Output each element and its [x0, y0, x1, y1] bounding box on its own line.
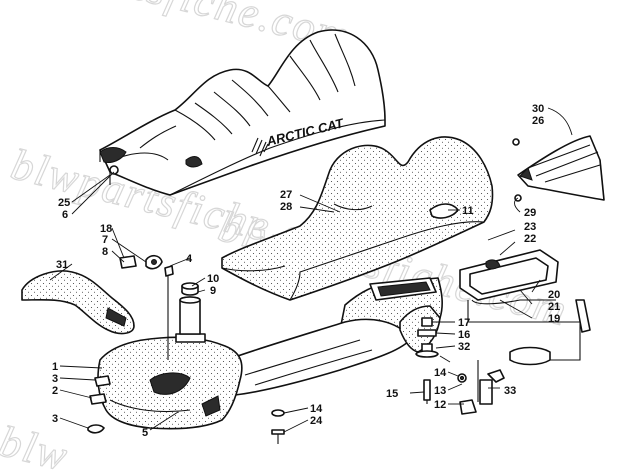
callout-16: 16: [458, 329, 470, 341]
callout-11: 11: [462, 205, 474, 217]
callout-26: 26: [532, 115, 544, 127]
callout-21: 21: [548, 301, 560, 313]
callout-15: 15: [386, 388, 398, 400]
callout-30: 30: [532, 103, 544, 115]
callout-32: 32: [458, 341, 470, 353]
callout-24: 24: [310, 415, 323, 427]
callout-27: 27: [280, 189, 292, 201]
callout-1: 1: [52, 361, 58, 373]
callout-14: 14: [434, 367, 447, 379]
seat-cover: ARCTIC CAT: [99, 29, 386, 196]
callout-33: 33: [504, 385, 516, 397]
callout-25: 25: [58, 197, 70, 209]
callout-13: 13: [434, 385, 446, 397]
rear-strap: [517, 135, 605, 201]
callout-17: 17: [458, 317, 470, 329]
leader-lines: [49, 107, 573, 433]
callout-12: 12: [434, 399, 446, 411]
callout-10: 10: [207, 273, 219, 285]
callout-3: 3: [52, 373, 58, 385]
callout-19: 19: [548, 313, 560, 325]
callout-18: 18: [100, 223, 112, 235]
mounting-hardware: [415, 299, 591, 415]
callout-labels: 1 2 3 3 4 5 6 7 8 9 10 11 12 13 14 14 15…: [52, 103, 560, 439]
grab-handle: [21, 270, 135, 335]
callout-6: 6: [62, 209, 68, 221]
callout-20: 20: [548, 289, 560, 301]
callout-8: 8: [102, 246, 108, 258]
callout-5: 5: [142, 427, 148, 439]
watermark-text-4: blw: [0, 416, 74, 475]
callout-14: 14: [310, 403, 323, 415]
callout-29: 29: [524, 207, 536, 219]
callout-7: 7: [102, 234, 108, 246]
callout-3: 3: [52, 413, 58, 425]
taillight-assembly: [459, 249, 581, 361]
callout-22: 22: [524, 233, 536, 245]
storage-tank: [97, 282, 243, 430]
seat-base: [231, 277, 443, 396]
seat-foam: [221, 136, 494, 301]
callout-4: 4: [186, 253, 193, 265]
callout-9: 9: [210, 285, 216, 297]
callout-28: 28: [280, 201, 292, 213]
callout-23: 23: [524, 221, 536, 233]
callout-2: 2: [52, 385, 58, 397]
callout-31: 31: [56, 259, 68, 271]
